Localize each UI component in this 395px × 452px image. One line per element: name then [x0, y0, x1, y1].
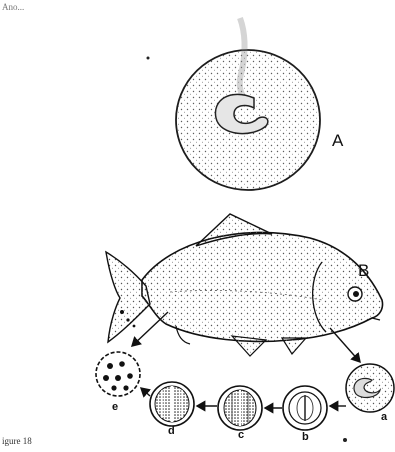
stage-d-cell [150, 382, 194, 426]
stage-e-cell [96, 352, 140, 396]
stage-label-c: c [238, 429, 244, 441]
stage-label-b: b [302, 431, 309, 443]
figure-caption: igure 18 [2, 436, 32, 446]
stage-c-cell [218, 386, 262, 430]
stage-label-d: d [168, 425, 175, 437]
stage-a-cell [346, 364, 394, 412]
label-a: A [332, 131, 344, 150]
arrow-fish-to-a [330, 328, 360, 362]
stage-label-e: e [112, 401, 118, 413]
stage-label-a: a [381, 411, 388, 423]
stage-b-cell [283, 386, 327, 430]
parasite-cell-a [176, 18, 320, 190]
carp-fish [106, 214, 383, 356]
label-b: B [358, 261, 369, 280]
